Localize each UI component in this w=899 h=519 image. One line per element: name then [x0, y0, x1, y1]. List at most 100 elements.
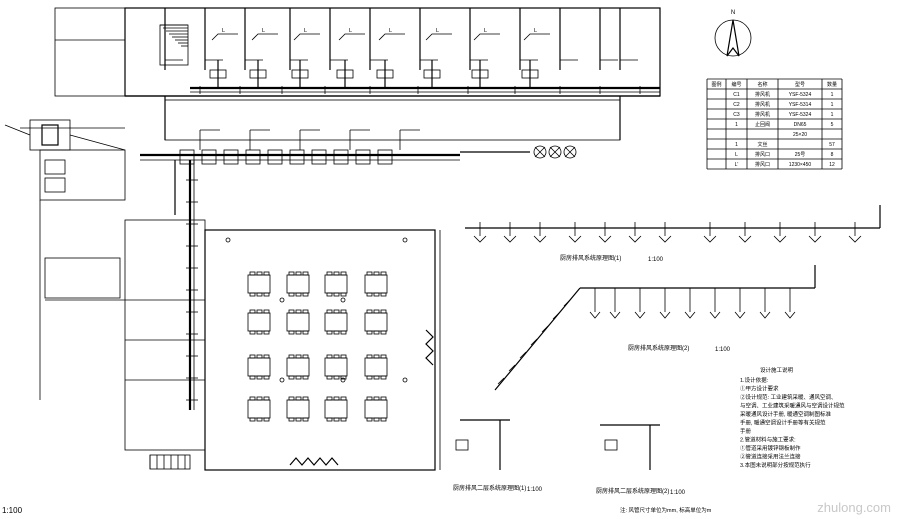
table-cell: YSF-5324 — [789, 112, 812, 118]
table-cell: 型号 — [795, 81, 805, 88]
chair — [288, 309, 295, 314]
chair — [333, 354, 340, 359]
fan-blade — [564, 146, 576, 158]
dining-table — [286, 312, 310, 332]
dining-table — [364, 312, 388, 332]
riser-label: L — [484, 28, 487, 34]
chair — [333, 271, 340, 276]
fan-box — [604, 439, 618, 451]
left-room-box — [44, 257, 121, 299]
leader-line — [211, 33, 238, 41]
exhaust-fan-symbol — [533, 145, 547, 159]
hall-outline — [204, 229, 436, 471]
schematic-2: 厨房排风系统原理图(2)1:100 — [494, 265, 816, 391]
chair — [295, 309, 302, 314]
table-cell: 57 — [829, 142, 835, 148]
diagonal-branch — [563, 299, 571, 307]
chair — [366, 375, 373, 380]
dining-table-set — [324, 354, 348, 380]
chair — [333, 375, 340, 380]
chair — [380, 309, 387, 314]
schematic-terminal — [589, 311, 601, 319]
chair — [295, 354, 302, 359]
system-caption: 厨房排风系统原理图(1) — [560, 254, 621, 262]
notes-line: ②管道连接采用法兰连接 — [740, 453, 801, 461]
column-marker — [225, 237, 231, 243]
leader-line — [473, 33, 500, 41]
exhaust-hood — [376, 69, 394, 79]
chair — [380, 396, 387, 401]
table-cell: 数量 — [827, 81, 837, 88]
notes-line: 手册 — [740, 427, 752, 435]
notes-title: 设计施工说明 — [760, 366, 794, 374]
footer-note: 注: 风管尺寸单位为mm, 标高单位为m — [620, 506, 712, 514]
chair — [256, 309, 263, 314]
exhaust-hood — [291, 69, 309, 79]
chair — [295, 396, 302, 401]
dining-table-set — [364, 354, 388, 380]
table-cell: C3 — [733, 112, 740, 118]
dining-table-set — [286, 396, 310, 422]
chair — [366, 292, 373, 297]
duct-fitting — [377, 149, 393, 165]
schematic-terminal — [628, 235, 642, 243]
table-cell: 排风口 — [755, 161, 770, 168]
stair-upper-left — [159, 24, 189, 66]
dining-table — [324, 312, 348, 332]
dining-table-set — [324, 396, 348, 422]
chair — [373, 271, 380, 276]
plan-scale-label: 1:100 — [2, 506, 23, 515]
chair — [366, 417, 373, 422]
diagonal-branch — [497, 377, 505, 385]
duct-fitting — [245, 149, 261, 165]
table-cell: L' — [735, 162, 739, 168]
leader-line — [338, 33, 365, 41]
diagonal-branch — [519, 351, 527, 359]
duct-fitting — [311, 149, 327, 165]
exhaust-fan-box — [41, 124, 59, 146]
caption-scale: 1:100 — [670, 490, 686, 496]
chair — [256, 375, 263, 380]
riser-label: L — [304, 28, 307, 34]
schematic-duct-diagonal — [494, 287, 581, 391]
notes-line: ①甲方设计要求 — [740, 385, 779, 393]
chair — [380, 292, 387, 297]
chair — [256, 396, 263, 401]
exhaust-hood — [209, 69, 227, 79]
caption-scale: 1:100 — [648, 257, 664, 263]
table-cell: 排风机 — [755, 91, 770, 98]
dining-table-set — [324, 309, 348, 335]
chair — [373, 375, 380, 380]
dining-table — [247, 274, 271, 294]
system-caption: 厨房排风二层系统原理图(2) — [596, 487, 669, 495]
column-marker — [340, 297, 346, 303]
chair — [366, 309, 373, 314]
chair — [333, 330, 340, 335]
chair — [256, 354, 263, 359]
system-caption: 厨房排风二层系统原理图(1) — [453, 484, 526, 492]
exhaust-hood — [471, 69, 489, 79]
dining-table-set — [286, 271, 310, 297]
schematic-3: 厨房排风二层系统原理图(1)1:100 — [453, 419, 543, 493]
chair — [256, 292, 263, 297]
table-cell: 排风机 — [755, 111, 770, 118]
schematic-4: 厨房排风二层系统原理图(2)1:100 — [596, 424, 686, 496]
notes-line: 3.本图未说明部分按规范执行 — [740, 461, 811, 469]
chair — [263, 271, 270, 276]
schematic-terminal — [658, 235, 672, 243]
leader-line — [293, 33, 320, 41]
dining-table-set — [247, 354, 271, 380]
riser-label: L — [262, 28, 265, 34]
table-cell: 排风机 — [755, 101, 770, 108]
dining-table-set — [364, 271, 388, 297]
column-marker — [402, 377, 408, 383]
duct-fitting — [267, 149, 283, 165]
chair — [333, 417, 340, 422]
notes-line: 2.管道材料与施工要求: — [740, 436, 796, 444]
north-letter: N — [731, 10, 735, 16]
north-arrow: N — [714, 10, 752, 57]
left-wing-lower — [39, 149, 126, 201]
exhaust-fan-symbol — [563, 145, 577, 159]
